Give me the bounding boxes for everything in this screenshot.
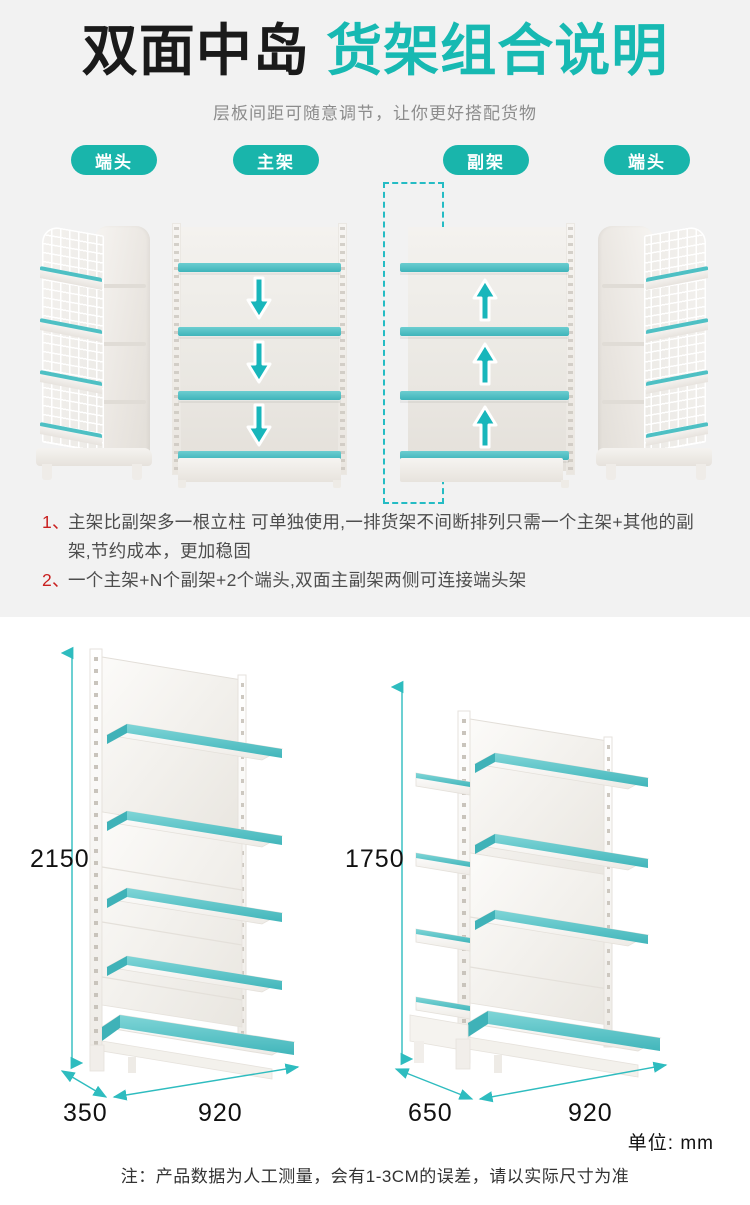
arrow-up-icon-3 xyxy=(470,403,500,449)
single-shelf-tier-3 xyxy=(105,887,284,925)
main-frame-foot-right xyxy=(333,480,341,488)
bottom-section: 2150 350 920 xyxy=(0,617,750,1205)
sub-frame-shelf-3 xyxy=(400,391,569,403)
arrow-up-icon-2 xyxy=(470,340,500,386)
dim-label-width-double: 920 xyxy=(568,1099,613,1127)
page-subtitle: 层板间距可随意调节，让你更好搭配货物 xyxy=(213,104,537,123)
title-dark-part: 双面中岛 xyxy=(81,19,310,82)
main-frame-foot-left xyxy=(178,480,186,488)
shelf-endcap-left xyxy=(36,212,156,482)
description-item-2: 2、 一个主架+N个副架+2个端头,双面主副架两侧可连接端头架 xyxy=(42,566,712,595)
arrow-down-icon-3 xyxy=(244,403,274,449)
sub-frame-shelf-1 xyxy=(400,263,569,275)
dim-label-depth-single: 350 xyxy=(63,1099,108,1127)
single-shelf-tier-4 xyxy=(105,955,284,993)
double-shelf-front-tier-2 xyxy=(473,833,650,871)
double-shelf-back-tier-1 xyxy=(415,772,471,796)
description-item-2-number: 2、 xyxy=(42,570,70,590)
pill-endcap-right: 端头 xyxy=(604,145,690,175)
top-section: 双面中岛 货架组合说明 层板间距可随意调节，让你更好搭配货物 端头 主架 副架 … xyxy=(0,0,750,617)
main-frame-base xyxy=(178,458,341,482)
dim-line-depth-double xyxy=(394,1068,474,1100)
description-item-2-text: 一个主架+N个副架+2个端头,双面主副架两侧可连接端头架 xyxy=(68,570,527,590)
main-frame-post-right xyxy=(338,223,347,475)
description-item-1-number: 1、 xyxy=(42,512,70,532)
single-shelf-base xyxy=(89,1014,296,1080)
sub-frame-shelf-2 xyxy=(400,327,569,339)
shelf-sub-frame xyxy=(400,223,575,488)
endcap-right-foot-1 xyxy=(696,464,706,480)
endcap-right-foot-2 xyxy=(606,464,616,480)
dim-label-height-double: 1750 xyxy=(345,845,405,873)
double-sided-shelf-drawing xyxy=(390,680,668,1103)
single-shelf-tier-2 xyxy=(105,810,284,848)
double-shelf-back-tier-4 xyxy=(415,996,471,1020)
shelf-main-frame xyxy=(172,223,347,488)
main-frame-post-left xyxy=(172,223,181,475)
arrow-down-icon-1 xyxy=(244,276,274,322)
sub-frame-post-right xyxy=(566,223,575,475)
pill-main-frame: 主架 xyxy=(233,145,319,175)
endcap-right-body xyxy=(592,212,712,482)
footer-note: 注：产品数据为人工测量，会有1-3CM的误差，请以实际尺寸为准 xyxy=(120,1167,630,1186)
endcap-left-foot-1 xyxy=(42,464,52,480)
main-frame-shelf-3 xyxy=(178,391,341,403)
sub-frame-foot-right xyxy=(561,480,569,488)
dim-label-height-single: 2150 xyxy=(30,845,90,873)
description-list: 1、 主架比副架多一根立柱 可单独使用,一排货架不间断排列只需一个主架+其他的副… xyxy=(42,508,712,595)
endcap-left-base xyxy=(36,448,152,466)
unit-label: 单位: mm xyxy=(627,1133,714,1154)
single-shelf-tier-1 xyxy=(105,723,284,761)
dim-label-width-single: 920 xyxy=(198,1099,243,1127)
pill-sub-frame: 副架 xyxy=(443,145,529,175)
page-title: 双面中岛 货架组合说明 xyxy=(0,18,750,84)
single-sided-shelf-drawing xyxy=(60,646,300,1101)
description-item-1: 1、 主架比副架多一根立柱 可单独使用,一排货架不间断排列只需一个主架+其他的副… xyxy=(42,508,712,566)
main-frame-shelf-2 xyxy=(178,327,341,339)
main-frame-shelf-1 xyxy=(178,263,341,275)
sub-frame-base xyxy=(400,458,563,482)
title-accent-part: 货架组合说明 xyxy=(326,19,669,82)
dim-line-width-single xyxy=(112,1063,300,1101)
dim-label-depth-double: 650 xyxy=(408,1099,453,1127)
endcap-left-body xyxy=(36,212,156,482)
endcap-left-foot-2 xyxy=(132,464,142,480)
double-shelf-base xyxy=(409,1010,662,1078)
dim-line-depth-single xyxy=(60,1070,108,1098)
double-shelf-back-tier-2 xyxy=(415,852,471,876)
pill-endcap-left: 端头 xyxy=(71,145,157,175)
double-shelf-front-tier-3 xyxy=(473,909,650,947)
double-shelf-front-tier-1 xyxy=(473,752,650,790)
shelf-endcap-right xyxy=(592,212,712,482)
double-shelf-back-tier-3 xyxy=(415,928,471,952)
arrow-down-icon-2 xyxy=(244,340,274,386)
dim-line-width-double xyxy=(478,1061,668,1103)
arrow-up-icon-1 xyxy=(470,276,500,322)
description-item-1-text: 主架比副架多一根立柱 可单独使用,一排货架不间断排列只需一个主架+其他的副架,节… xyxy=(68,512,695,561)
